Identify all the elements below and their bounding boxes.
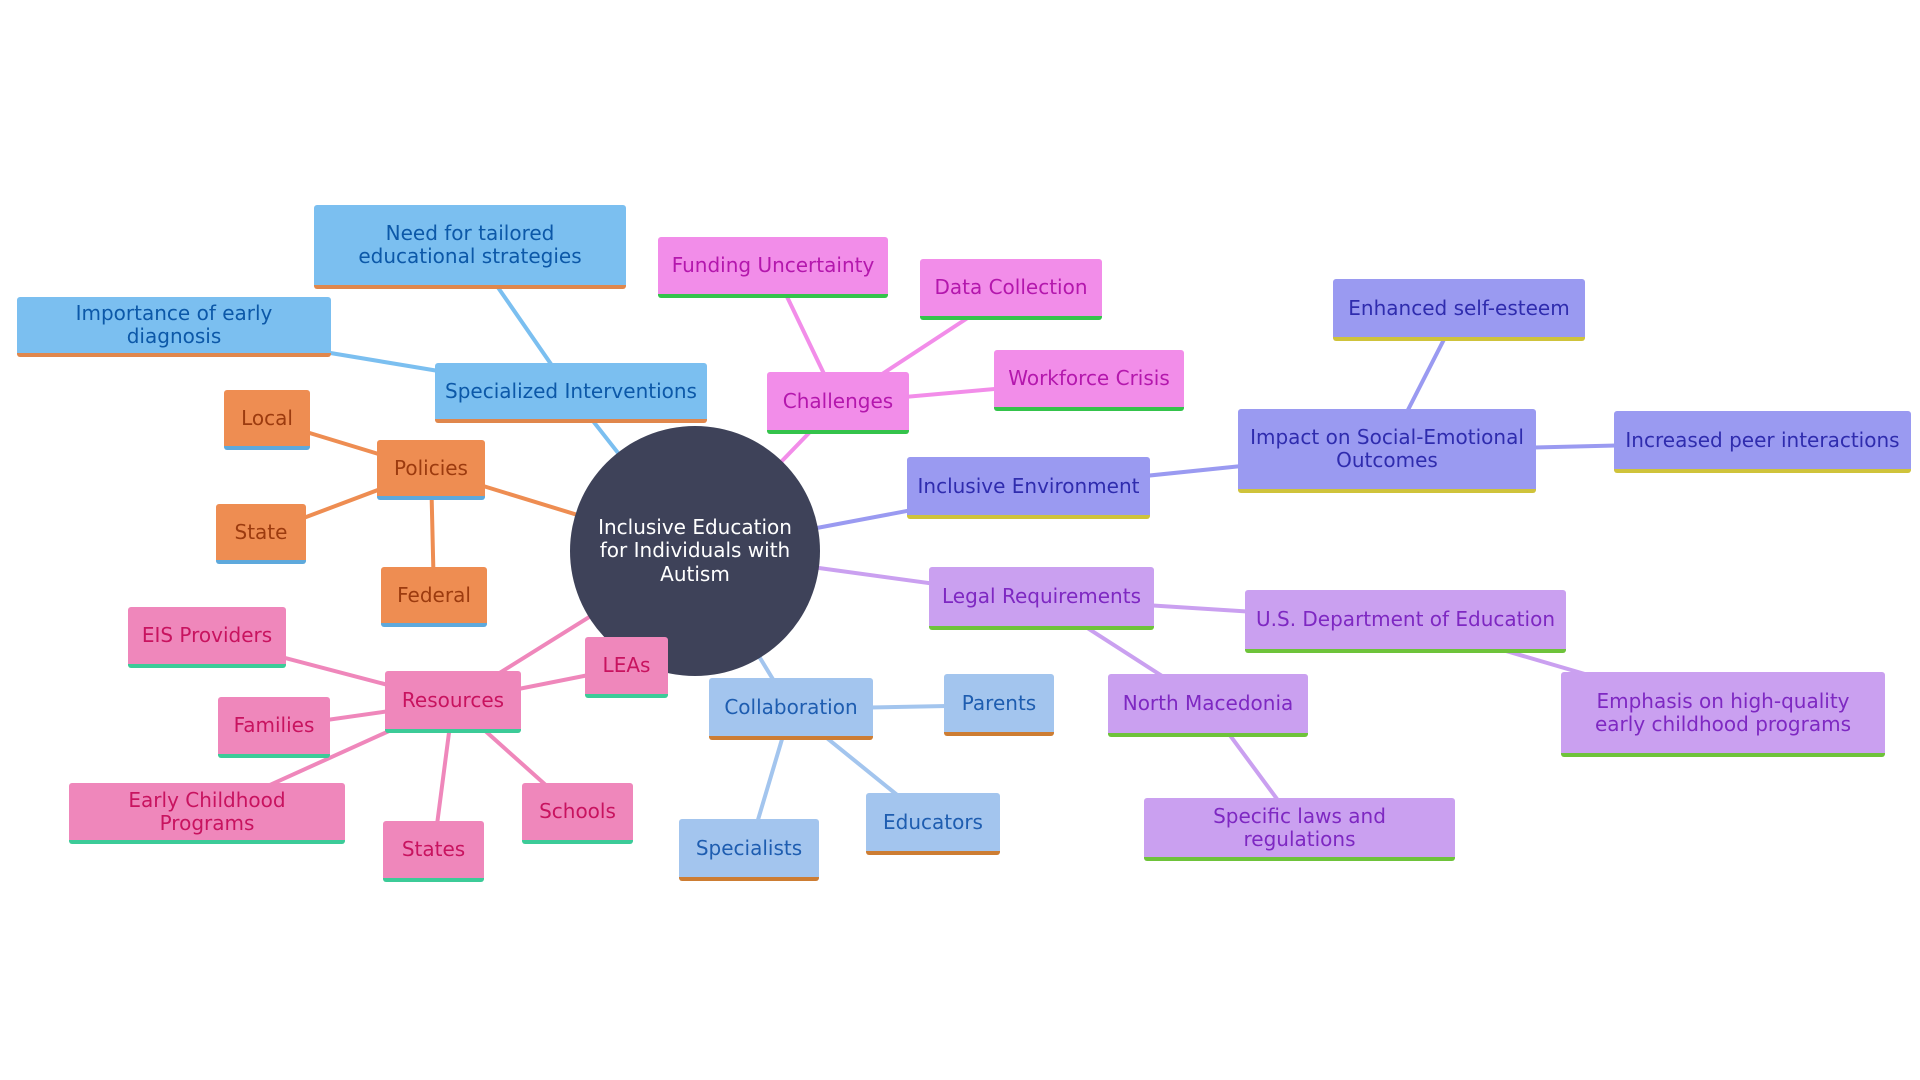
node-emphasis-high-quality-programs[interactable]: Emphasis on high-quality early childhood…	[1561, 672, 1885, 757]
node-increased-peer-interactions[interactable]: Increased peer interactions	[1614, 411, 1911, 473]
node-federal[interactable]: Federal	[381, 567, 487, 627]
node-families[interactable]: Families	[218, 697, 330, 758]
node-legal-requirements[interactable]: Legal Requirements	[929, 567, 1154, 630]
node-states[interactable]: States	[383, 821, 484, 882]
node-enhanced-self-esteem[interactable]: Enhanced self-esteem	[1333, 279, 1585, 341]
node-leas[interactable]: LEAs	[585, 637, 668, 698]
node-challenges[interactable]: Challenges	[767, 372, 909, 434]
node-early-diagnosis[interactable]: Importance of early diagnosis	[17, 297, 331, 357]
node-resources[interactable]: Resources	[385, 671, 521, 733]
node-educators[interactable]: Educators	[866, 793, 1000, 855]
node-eis-providers[interactable]: EIS Providers	[128, 607, 286, 668]
root-node[interactable]: Inclusive Education for Individuals with…	[570, 426, 820, 676]
node-state[interactable]: State	[216, 504, 306, 564]
node-us-department-of-education[interactable]: U.S. Department of Education	[1245, 590, 1566, 653]
node-impact-social-emotional[interactable]: Impact on Social-Emotional Outcomes	[1238, 409, 1536, 493]
node-workforce-crisis[interactable]: Workforce Crisis	[994, 350, 1184, 411]
node-inclusive-environment[interactable]: Inclusive Environment	[907, 457, 1150, 519]
node-collaboration[interactable]: Collaboration	[709, 678, 873, 740]
node-specific-laws-regulations[interactable]: Specific laws and regulations	[1144, 798, 1455, 861]
node-policies[interactable]: Policies	[377, 440, 485, 500]
node-specialized-interventions[interactable]: Specialized Interventions	[435, 363, 707, 423]
node-funding-uncertainty[interactable]: Funding Uncertainty	[658, 237, 888, 298]
node-schools[interactable]: Schools	[522, 783, 633, 844]
node-north-macedonia[interactable]: North Macedonia	[1108, 674, 1308, 737]
node-specialists[interactable]: Specialists	[679, 819, 819, 881]
node-early-childhood-programs[interactable]: Early Childhood Programs	[69, 783, 345, 844]
node-parents[interactable]: Parents	[944, 674, 1054, 736]
node-local[interactable]: Local	[224, 390, 310, 450]
node-tailored-strategies[interactable]: Need for tailored educational strategies	[314, 205, 626, 289]
node-data-collection[interactable]: Data Collection	[920, 259, 1102, 320]
